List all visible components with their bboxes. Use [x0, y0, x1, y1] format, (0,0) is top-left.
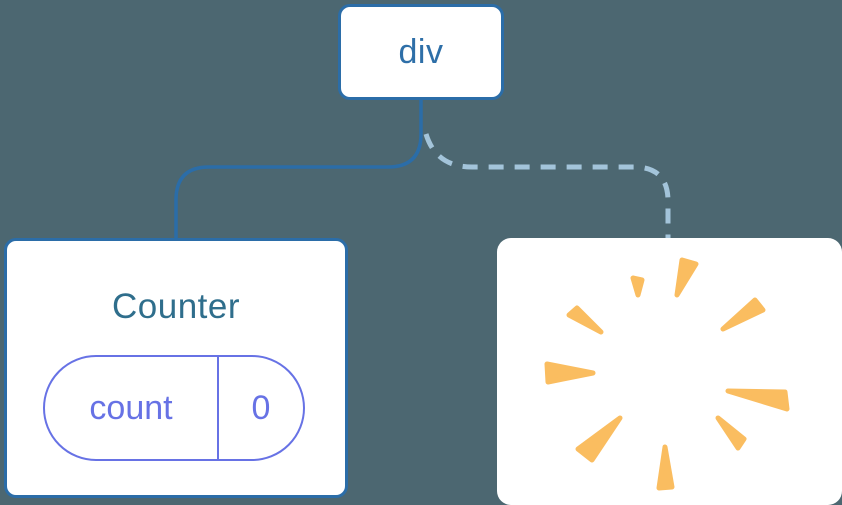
solid-connector-line	[174, 100, 423, 240]
poof-icon	[544, 257, 790, 491]
tree-node-div-label: div	[398, 32, 444, 71]
dashed-connector-line	[423, 133, 671, 240]
tree-node-counter: Counter count 0	[4, 238, 348, 498]
state-value: 0	[251, 388, 271, 427]
state-pill: count 0	[43, 355, 305, 461]
tree-node-div: div	[338, 4, 504, 100]
state-name: count	[89, 388, 173, 427]
state-value-cell: 0	[219, 357, 303, 459]
state-name-cell: count	[45, 357, 219, 459]
component-title: Counter	[111, 287, 241, 326]
tree-node-removed	[497, 238, 842, 505]
